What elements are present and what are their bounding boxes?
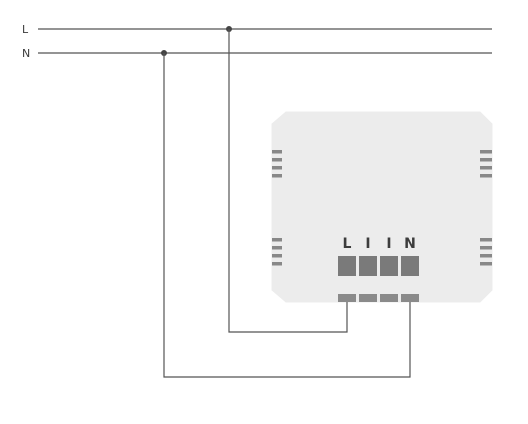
right-vents-top [480,150,492,178]
terminal-label-4: N [404,236,416,252]
terminal-block-4 [401,256,419,276]
terminal-block-2 [359,256,377,276]
terminal-block-3 [380,256,398,276]
live-line-label: L [22,23,29,36]
connector-pin-2 [359,294,377,302]
connector-pins [338,294,419,302]
connector-pin-1 [338,294,356,302]
terminal-block-1 [338,256,356,276]
connector-pin-4 [401,294,419,302]
live-wire [228,29,348,333]
right-vents-bottom [480,238,492,266]
neutral-line-label: N [22,47,30,60]
left-vents-top [272,150,282,178]
left-vents-bottom [272,238,282,266]
terminal-blocks [338,256,419,276]
terminal-label-3: I [386,236,391,252]
terminal-label-1: L [343,236,352,252]
connector-pin-3 [380,294,398,302]
device-body [271,111,493,303]
neutral-wire [163,53,411,378]
terminal-label-2: I [365,236,370,252]
